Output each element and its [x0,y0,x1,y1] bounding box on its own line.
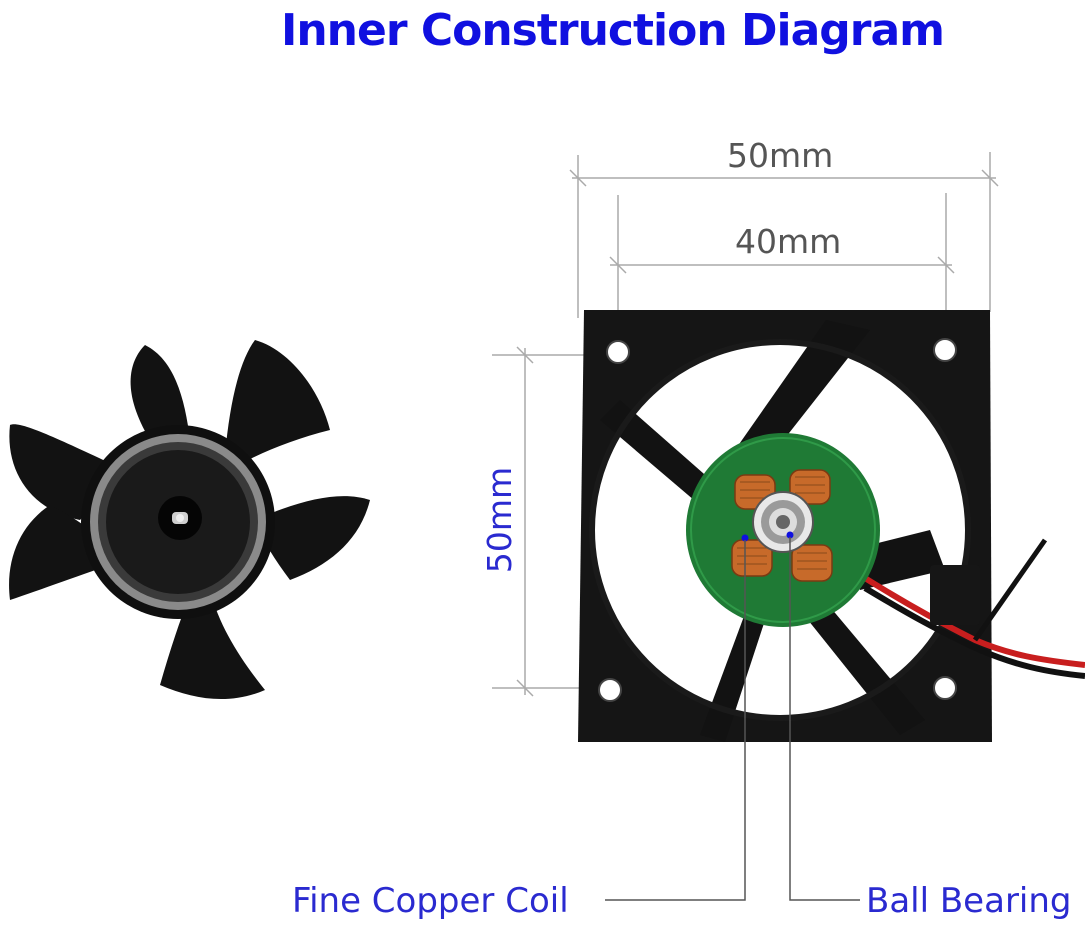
page-title: Inner Construction Diagram [280,5,945,56]
fan-strut [800,595,925,735]
copper-coil [731,539,773,577]
coil-label: Fine Copper Coil [292,881,569,921]
dim-label-height: 50mm [480,466,519,574]
copper-coil [789,469,831,505]
impeller-blade [130,345,190,440]
dim-label-hole-spacing: 40mm [735,222,842,261]
coil-marker-dot [741,534,749,542]
fan-impeller-icon [9,340,370,700]
mounting-hole [598,678,622,702]
mounting-hole [933,676,957,700]
bearing-callout-line [789,537,860,901]
impeller-blade [255,496,370,580]
bearing-marker-dot [786,531,794,539]
coil-callout-line [605,540,746,901]
impeller-blade [225,340,330,470]
wire-clip [930,565,980,625]
impeller-blade [9,505,125,600]
mounting-hole [606,340,630,364]
fan-frame-icon [578,310,1085,742]
dim-label-outer-width: 50mm [727,136,834,175]
mounting-hole [933,338,957,362]
bearing-label: Ball Bearing [866,881,1072,921]
copper-coil [791,544,833,582]
callout-lines [605,537,860,901]
wire-red [858,572,1085,668]
wire-black [863,585,1085,679]
fan-strut [735,320,870,470]
